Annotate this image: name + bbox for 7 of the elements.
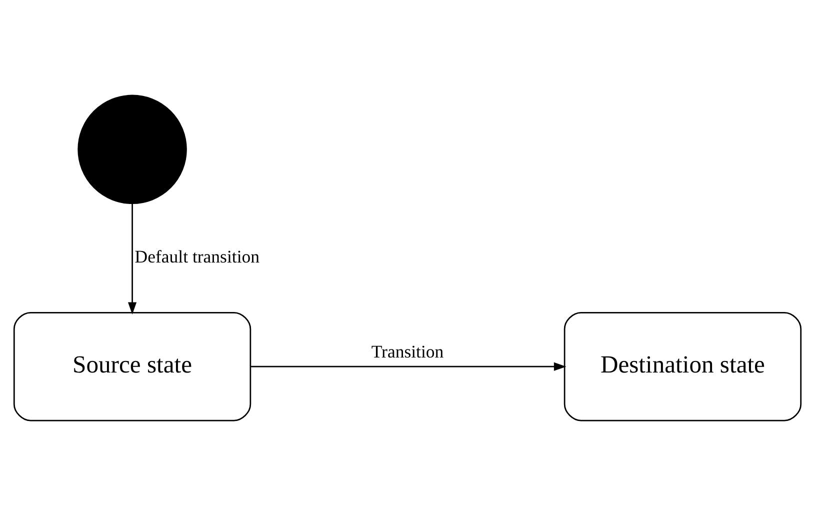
- node-box: Destination state: [564, 311, 802, 421]
- node-circle: [78, 94, 187, 204]
- edge-label: Transition: [371, 341, 444, 362]
- arrow: [251, 362, 566, 370]
- node-box: Source state: [13, 311, 252, 421]
- arrow: [128, 203, 137, 314]
- edge-label: Default transition: [134, 246, 260, 266]
